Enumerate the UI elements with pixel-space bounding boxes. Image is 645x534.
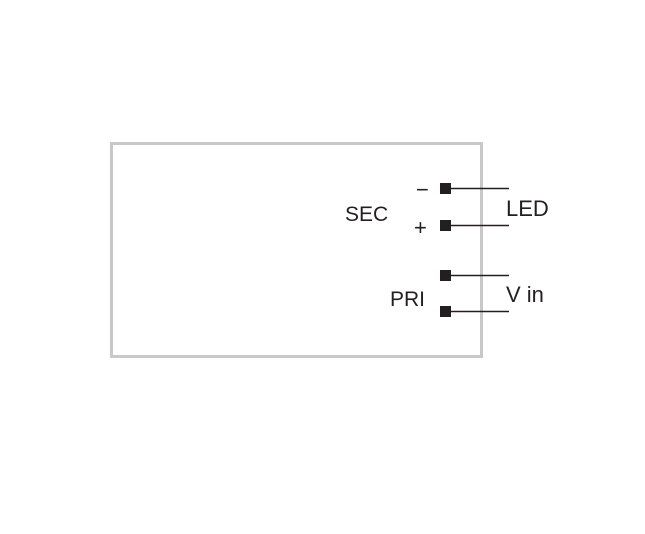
pri-label: PRI xyxy=(390,288,425,311)
terminal-pri-1 xyxy=(440,270,451,281)
terminal-pri-2 xyxy=(440,306,451,317)
led-label: LED xyxy=(506,196,549,221)
terminal-sec-minus xyxy=(440,183,451,194)
terminal-sec-plus xyxy=(440,220,451,231)
vin-label: V in xyxy=(506,282,544,307)
device-housing xyxy=(110,142,483,358)
sec-label: SEC xyxy=(345,203,388,226)
minus-sign: − xyxy=(416,177,429,202)
plus-sign: + xyxy=(414,215,427,240)
